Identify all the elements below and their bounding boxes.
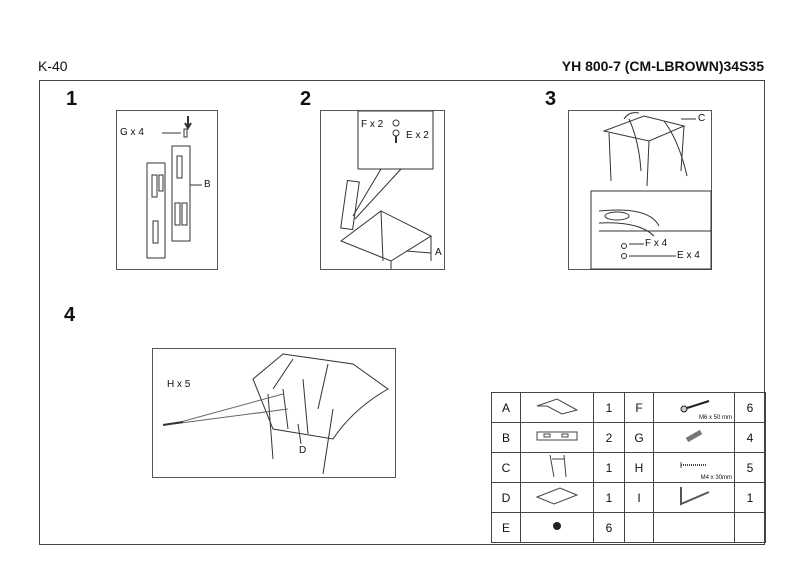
model-code: K-40 [38,58,68,74]
step-3-illustration: C F x 4 E x 4 [568,110,712,270]
part-letter: A [491,392,521,423]
part-letter: F [624,392,654,423]
label-b: B [204,179,211,190]
product-title: YH 800-7 (CM-LBROWN)34S35 [561,58,764,74]
step-2-illustration: F x 2 E x 2 A [320,110,445,270]
screw-icon: M4 x 30mm [653,452,735,483]
label-d: D [299,445,307,456]
label-g-x4: G x 4 [120,127,144,138]
label-e-x2: E x 2 [406,130,429,141]
washer-icon [520,512,594,543]
empty-cell [734,512,766,543]
step-1-illustration: G x 4 B [116,110,218,270]
part-letter: E [491,512,521,543]
step-number-4: 4 [64,304,76,326]
part-spec: M6 x 50 mm [698,415,732,421]
seat-icon [520,482,594,513]
part-letter: B [491,422,521,453]
bolt-icon: M6 x 50 mm [653,392,735,423]
seat-attach-drawing [162,353,389,475]
allen-key-icon [653,482,735,513]
part-letter: G [624,422,654,453]
step-number-2: 2 [300,88,312,110]
part-qty: 5 [734,452,766,483]
part-letter: C [491,452,521,483]
part-qty: 1 [593,452,625,483]
parts-list-table: A 1 F M6 x 50 mm 6 B 2 G 4 C 1 H M4 x 30… [491,392,766,543]
step-4-illustration: H x 5 D [152,348,396,478]
backrest-attach-drawing [590,112,712,270]
table-row: D 1 I 1 [491,482,766,513]
side-rail-icon [520,422,594,453]
part-qty: 6 [593,512,625,543]
label-f-x2: F x 2 [361,119,384,130]
part-letter: D [491,482,521,513]
table-row: B 2 G 4 [491,422,766,453]
step-number-1: 1 [66,88,78,110]
side-rails-drawing [146,116,202,259]
label-e-x4: E x 4 [677,250,700,261]
table-row: C 1 H M4 x 30mm 5 [491,452,766,483]
label-f-x4: F x 4 [645,238,668,249]
empty-cell [653,512,735,543]
dowel-icon [653,422,735,453]
part-qty: 1 [593,482,625,513]
frame-part-icon [520,392,594,423]
table-row: A 1 F M6 x 50 mm 6 [491,392,766,423]
part-qty: 1 [734,482,766,513]
part-letter: I [624,482,654,513]
part-qty: 1 [593,392,625,423]
part-qty: 6 [734,392,766,423]
backrest-icon [520,452,594,483]
instructions-frame [39,80,765,545]
part-letter: H [624,452,654,483]
part-spec: M4 x 30mm [700,475,732,481]
label-c: C [698,113,706,124]
label-h-x5: H x 5 [167,379,191,390]
empty-cell [624,512,654,543]
frame-assembly-drawing [339,111,434,269]
part-qty: 2 [593,422,625,453]
step-number-3: 3 [545,88,557,110]
table-row: E 6 [491,512,766,543]
label-a: A [435,247,442,258]
part-qty: 4 [734,422,766,453]
